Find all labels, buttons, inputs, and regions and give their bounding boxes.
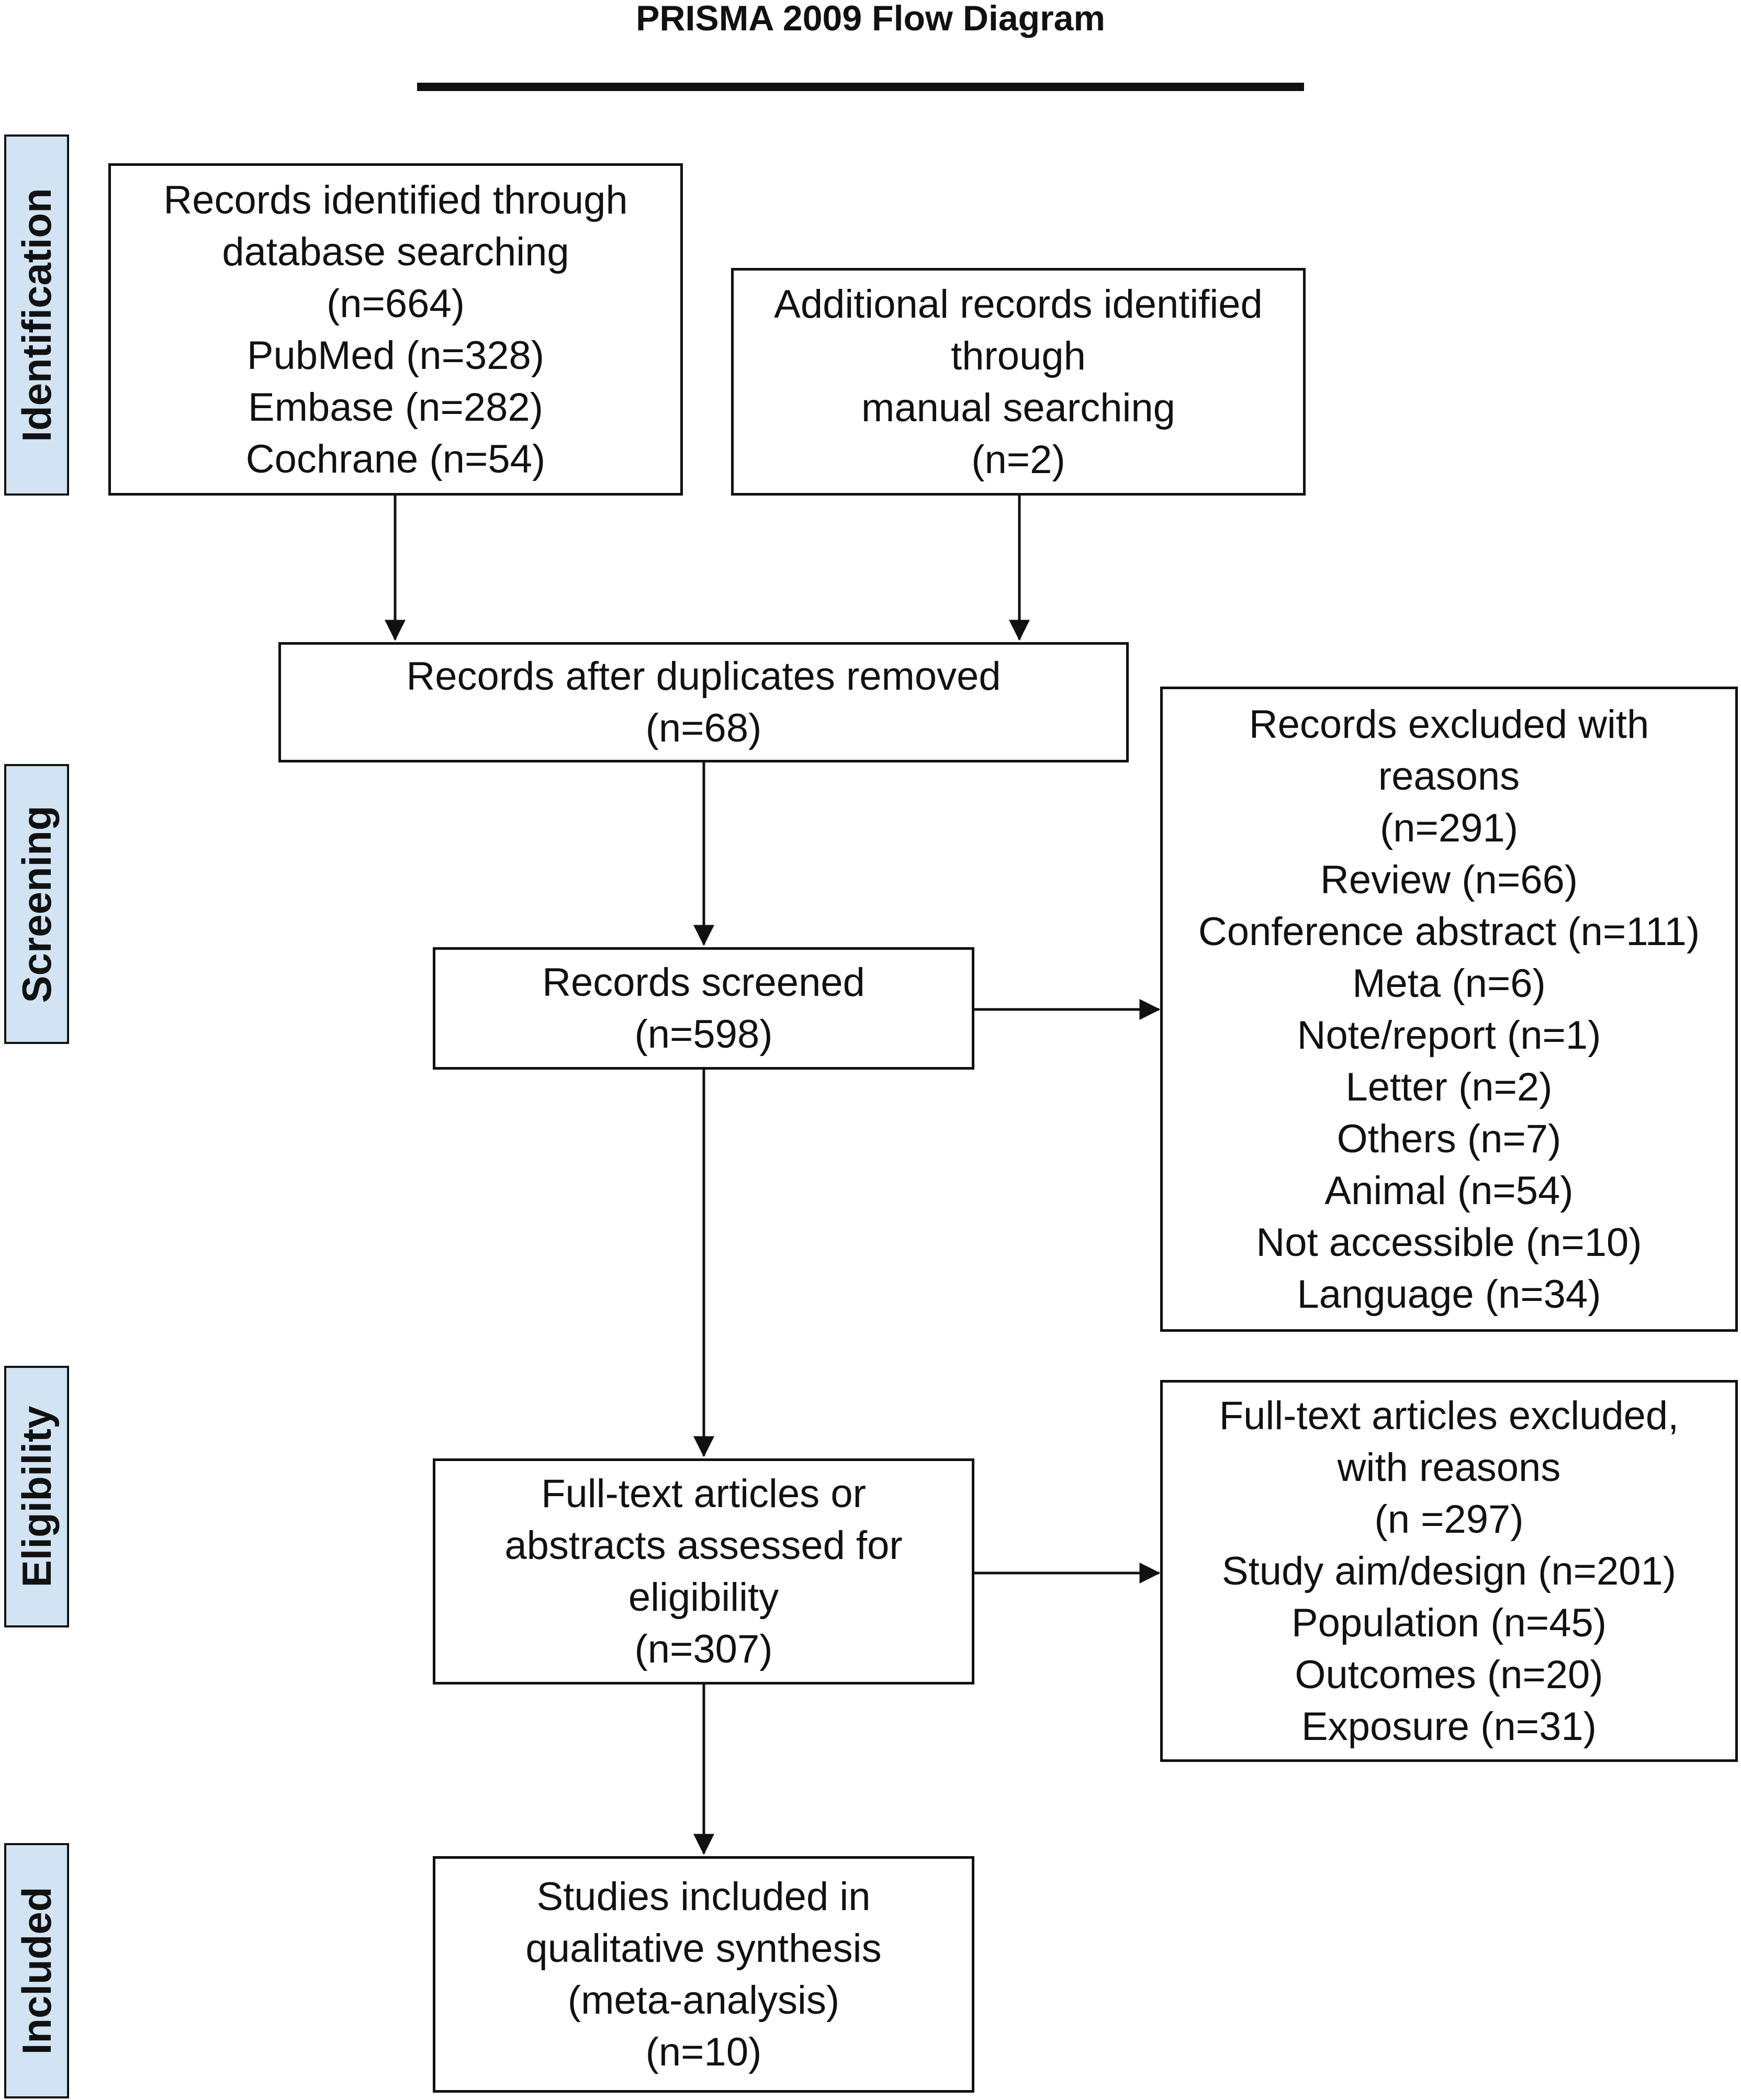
box-line: (n=68)	[645, 706, 762, 750]
box-manual-search: Additional records identified through ma…	[731, 268, 1306, 496]
box-line: abstracts assessed for	[504, 1523, 903, 1568]
box-line: Others (n=7)	[1336, 1116, 1562, 1161]
box-records-screened: Records screened (n=598)	[433, 947, 974, 1070]
box-database-search: Records identified through database sear…	[108, 163, 683, 496]
box-line: Records screened	[542, 960, 865, 1005]
box-line: Study aim/design (n=201)	[1221, 1548, 1677, 1593]
box-line: Full-text articles or	[541, 1472, 866, 1516]
box-line: Review (n=66)	[1320, 857, 1578, 902]
box-line: eligibility	[628, 1575, 779, 1620]
box-line: with reasons	[1337, 1445, 1561, 1490]
box-studies-included: Studies included in qualitative synthesi…	[433, 1856, 974, 2093]
box-line: Records identified through	[163, 177, 628, 222]
phase-included: Included	[4, 1843, 69, 2098]
box-fulltext-assessed: Full-text articles or abstracts assessed…	[433, 1458, 974, 1685]
box-line: Language (n=34)	[1297, 1272, 1601, 1317]
box-line: Exposure (n=31)	[1301, 1704, 1597, 1749]
box-line: (meta-analysis)	[567, 1978, 840, 2023]
box-after-duplicates: Records after duplicates removed (n=68)	[278, 642, 1129, 762]
box-line: Conference abstract (n=111)	[1198, 909, 1700, 954]
box-line: reasons	[1378, 754, 1520, 799]
box-line: database searching	[222, 229, 569, 274]
box-line: Embase (n=282)	[248, 385, 543, 430]
phase-eligibility: Eligibility	[4, 1366, 69, 1627]
box-line: Note/report (n=1)	[1297, 1013, 1601, 1058]
box-line: (n =297)	[1374, 1497, 1524, 1542]
box-line: Studies included in	[536, 1874, 871, 1919]
box-line: Outcomes (n=20)	[1295, 1652, 1603, 1697]
box-line: Additional records identified	[774, 282, 1263, 327]
box-line: qualitative synthesis	[525, 1926, 882, 1971]
phase-screening: Screening	[4, 764, 69, 1044]
box-line: PubMed (n=328)	[246, 333, 545, 378]
box-line: Letter (n=2)	[1345, 1064, 1553, 1109]
box-line: (n=664)	[326, 281, 465, 326]
box-line: (n=598)	[634, 1012, 773, 1057]
box-line: manual searching	[861, 385, 1175, 430]
box-line: (n=10)	[645, 2030, 762, 2074]
box-line: Full-text articles excluded,	[1219, 1393, 1679, 1438]
box-line: (n=307)	[634, 1627, 773, 1671]
box-line: through	[951, 333, 1086, 378]
box-line: (n=291)	[1379, 805, 1519, 850]
box-fulltext-excluded: Full-text articles excluded, with reason…	[1160, 1380, 1738, 1762]
box-line: Records excluded with	[1249, 702, 1649, 747]
box-line: Records after duplicates removed	[406, 654, 1001, 699]
title-underline	[417, 83, 1304, 91]
box-records-excluded: Records excluded with reasons (n=291) Re…	[1160, 687, 1738, 1332]
phase-identification: Identification	[4, 134, 69, 496]
diagram-title: PRISMA 2009 Flow Diagram	[636, 0, 1105, 38]
box-line: Animal (n=54)	[1324, 1168, 1574, 1213]
box-line: Not accessible (n=10)	[1256, 1220, 1642, 1265]
box-line: (n=2)	[971, 437, 1065, 482]
box-line: Population (n=45)	[1291, 1600, 1607, 1645]
box-line: Cochrane (n=54)	[245, 436, 546, 481]
box-line: Meta (n=6)	[1352, 961, 1546, 1006]
